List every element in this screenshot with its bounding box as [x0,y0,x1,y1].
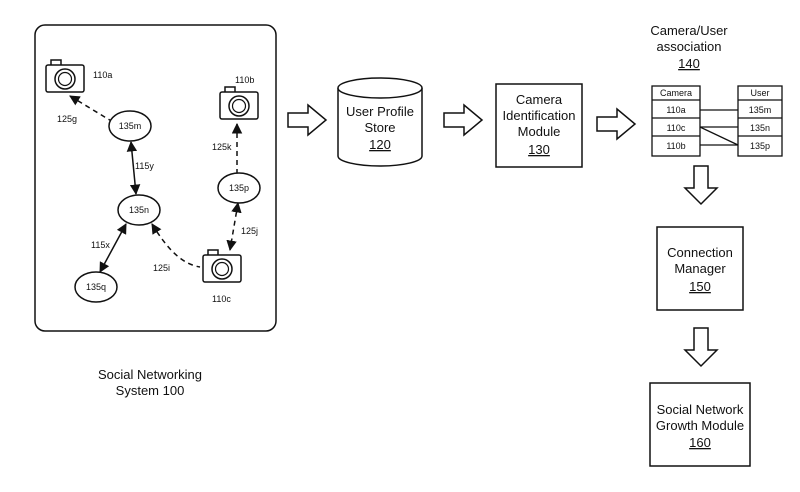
social-network-panel: 135m 135n 135p 135q 110a 110b 110c 125g … [34,24,277,332]
network-edges [69,95,243,273]
user-node-135q [74,271,118,303]
store-label-line2: Store [364,120,395,135]
edge-115y [126,140,141,196]
camera-user-association: Camera/User association 140 Camera 110a … [650,23,783,157]
flow-arrow-store-to-identification [443,104,483,136]
user-cell: 135p [750,141,770,151]
camera-110a-icon [45,59,85,93]
edge-label-115y: 115y [135,161,154,171]
user-node-135n [117,194,161,226]
user-column-header: User [750,88,769,98]
camera-cell: 110c [667,123,686,133]
flow-arrow-manager-to-growth [684,327,718,367]
flow-arrow-panel-to-store [287,104,327,136]
identification-label-line2: Identification [503,108,576,123]
growth-label-line2: Growth Module [656,418,744,433]
user-profile-store: User Profile Store 120 [337,77,423,167]
store-label-line1: User Profile [346,104,414,119]
association-links [699,109,739,146]
system-caption-line1: Social Networking [98,367,202,382]
edge-125j [226,201,242,252]
user-label-135p: 135p [229,183,249,193]
growth-ref: 160 [689,435,711,450]
user-label-135q: 135q [86,282,106,292]
camera-110c-icon [202,249,242,283]
flow-arrow-association-to-manager [684,165,718,205]
user-cell: 135m [749,105,772,115]
growth-label-line1: Social Network [657,402,744,417]
user-node-135p [217,172,261,204]
camera-label-110b: 110b [235,75,254,85]
edge-125i [151,223,201,268]
camera-cell: 110b [666,141,685,151]
association-ref: 140 [678,56,700,71]
edge-label-115x: 115x [91,240,110,250]
edge-label-125k: 125k [212,142,232,152]
camera-label-110c: 110c [212,294,231,304]
system-caption-line2: System 100 [116,383,185,398]
user-node-135m [108,110,152,142]
identification-ref: 130 [528,142,550,157]
connection-manager: Connection Manager 150 [656,226,744,311]
association-title-line1: Camera/User [650,23,728,38]
user-label-135m: 135m [119,121,142,131]
manager-label-line2: Manager [674,261,726,276]
association-title-line2: association [656,39,721,54]
store-ref: 120 [369,137,391,152]
user-cell: 135n [750,123,770,133]
manager-ref: 150 [689,279,711,294]
edge-label-125i: 125i [153,263,170,273]
camera-column-table: Camera 110a 110c 110b [651,85,701,157]
camera-110b-icon [219,86,259,120]
camera-cell: 110a [666,105,685,115]
growth-module: Social Network Growth Module 160 [649,382,751,467]
edge-label-125j: 125j [241,226,258,236]
user-label-135n: 135n [129,205,149,215]
camera-identification-module: Camera Identification Module 130 [495,83,583,168]
camera-column-header: Camera [660,88,692,98]
edge-label-125g: 125g [57,114,77,124]
identification-label-line3: Module [518,124,561,139]
camera-label-110a: 110a [93,70,112,80]
flow-arrow-identification-to-association [596,108,636,140]
identification-label-line1: Camera [516,92,563,107]
edge-115x [99,223,127,273]
manager-label-line1: Connection [667,245,733,260]
user-column-table: User 135m 135n 135p [737,85,783,157]
